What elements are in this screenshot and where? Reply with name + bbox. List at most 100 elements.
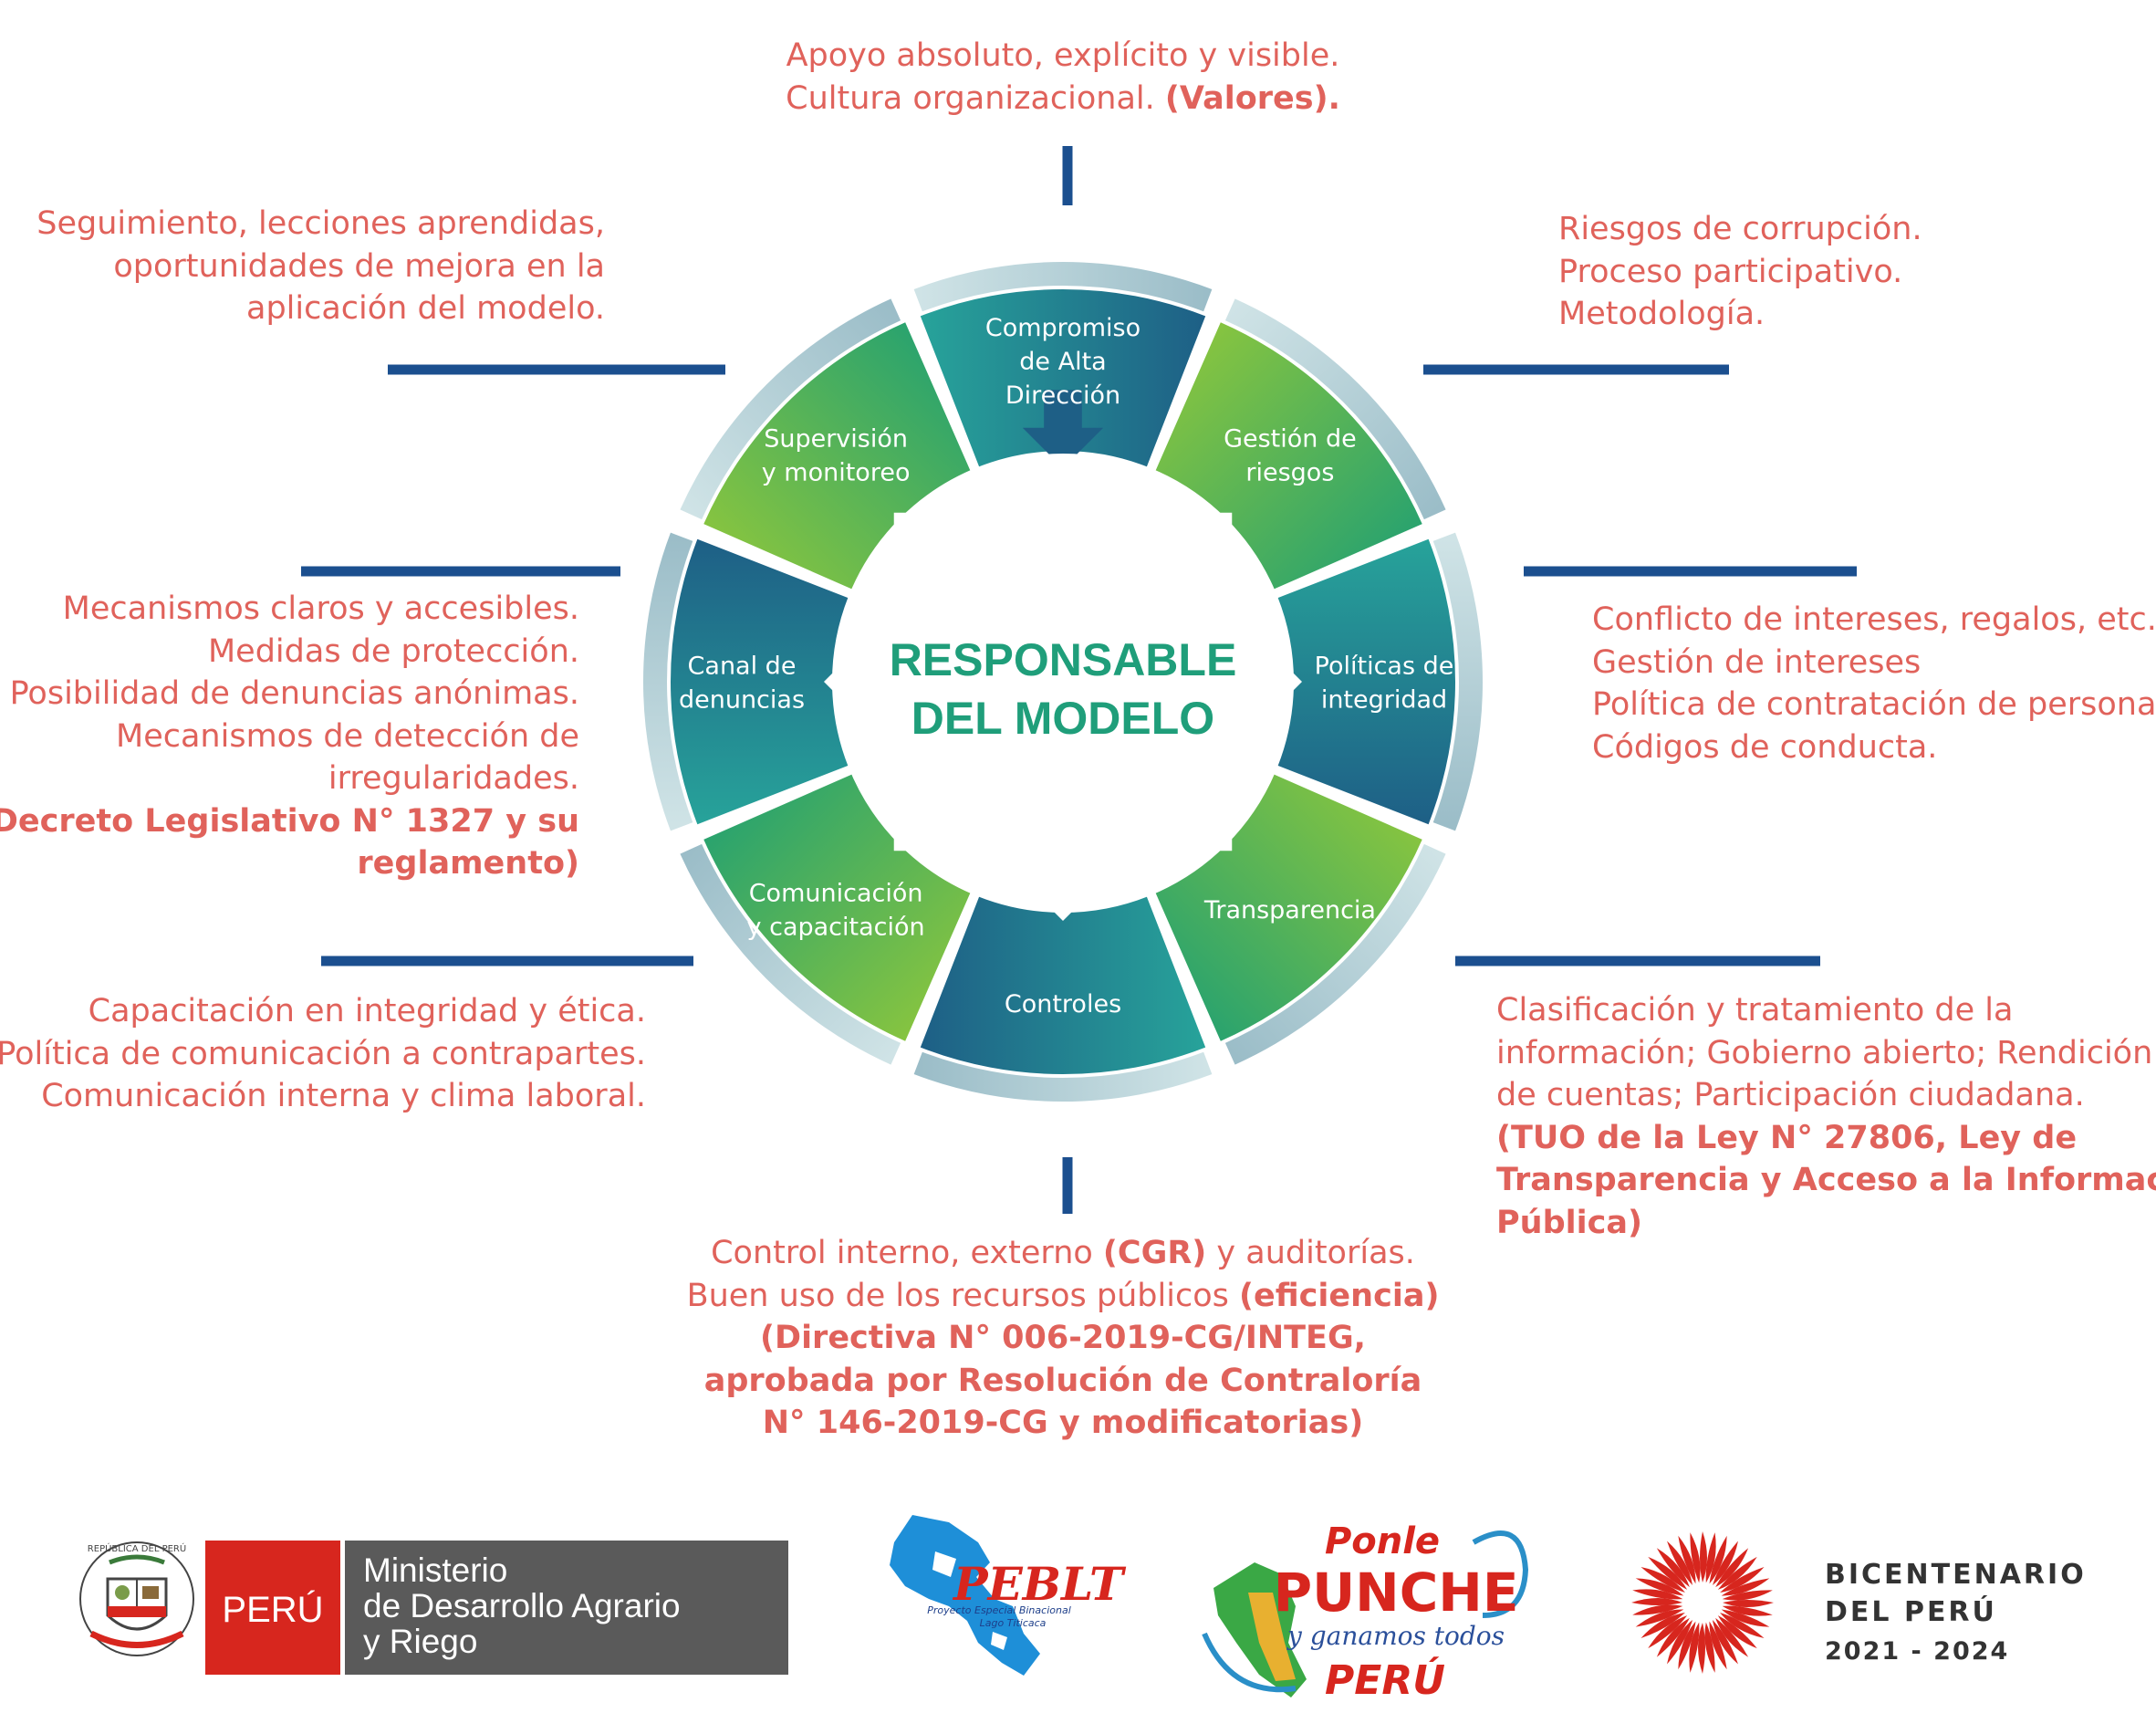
ring-transparencia [1224, 843, 1446, 1065]
ring-denuncias [642, 532, 693, 831]
center-title-line2: DEL MODELO [911, 693, 1214, 744]
sunburst-ray [1690, 1532, 1701, 1583]
segment-comunicacion [703, 773, 972, 1041]
punche-line2: PUNCHE [1274, 1562, 1519, 1624]
description-canal-denuncias: Mecanismos claros y accesibles. Medidas d… [0, 588, 579, 885]
sunburst-ray [1631, 1598, 1682, 1605]
description-line: Apoyo absoluto, explícito y visible. [0, 35, 2126, 78]
ring-riesgos [1224, 298, 1446, 520]
sunburst-ray [1721, 1578, 1770, 1596]
peblt-subtitle-line1: Proyecto Especial Binacional [927, 1604, 1071, 1616]
description-line: (Directiva N° 006-2019-CG/INTEG, [0, 1317, 2126, 1360]
sunburst-ray [1678, 1535, 1696, 1584]
description-line: (TUO de la Ley N° 27806, Ley de [1496, 1117, 2156, 1160]
description-run: Códigos de conducta. [1592, 728, 1938, 766]
bicentenario-line2: DEL PERÚ [1825, 1594, 1997, 1628]
coat-of-arms-logo [79, 1541, 194, 1656]
ring-politicas [1432, 532, 1483, 831]
sunburst-ray [1632, 1604, 1683, 1615]
peblt-title: PEBLT [952, 1557, 1127, 1611]
segment-label-supervision: Supervisión [764, 425, 908, 454]
center-circle: RESPONSABLE DEL MODELO [835, 454, 1291, 910]
sunburst-ray [1656, 1617, 1690, 1657]
sunburst-ray [1717, 1556, 1757, 1590]
sunburst-ray [1722, 1590, 1773, 1601]
description-line: Códigos de conducta. [1592, 726, 2156, 769]
description-line: Clasificación y tratamiento de la [1496, 989, 2156, 1032]
bicentenario-sunburst-logo [1631, 1531, 1774, 1674]
sunburst-ray [1720, 1613, 1765, 1638]
segment-compromiso [920, 289, 1206, 470]
segment-controles [920, 893, 1206, 1074]
description-line: Seguimiento, lecciones aprendidas, [36, 203, 605, 245]
description-run: Política de comunicación a contrapartes. [0, 1035, 646, 1072]
segment-label-riesgos: Gestión de [1224, 425, 1357, 454]
segment-supervision [703, 322, 972, 590]
segment-label-compromiso: Compromiso [985, 314, 1140, 342]
description-run: Gestión de intereses [1592, 643, 1922, 681]
sunburst-ray [1715, 1548, 1749, 1588]
sunburst-ray [1648, 1556, 1688, 1590]
peru-brand-label: PERÚ [222, 1589, 323, 1630]
description-run: irregularidades. [328, 760, 579, 797]
sunburst-ray [1721, 1609, 1770, 1627]
description-run: Capacitación en integridad y ética. [88, 993, 646, 1029]
sunburst-ray [1717, 1615, 1757, 1649]
description-line: Comunicación interna y clima laboral. [0, 1075, 646, 1118]
description-line: información; Gobierno abierto; Rendición [1496, 1032, 2156, 1075]
sunburst-ray [1632, 1589, 1683, 1600]
description-run: Seguimiento, lecciones aprendidas, [36, 205, 605, 242]
outer-ring [642, 262, 1483, 1102]
sunburst-ray [1678, 1621, 1696, 1670]
punche-line1: Ponle [1325, 1520, 1440, 1562]
sunburst-ray [1705, 1532, 1716, 1583]
ring-comunicacion [680, 843, 901, 1065]
description-line: Pública) [1496, 1202, 2156, 1245]
description-run: (Decreto Legislativo N° 1327 y su [0, 802, 579, 840]
description-line: Posibilidad de denuncias anónimas. [0, 673, 579, 716]
segments [671, 289, 1455, 1074]
description-run: Medidas de protección. [207, 632, 579, 670]
ring-supervision [680, 298, 901, 520]
ponle-punche-logo [1202, 1530, 1529, 1697]
description-line: oportunidades de mejora en la [36, 245, 605, 288]
sunburst-ray [1713, 1541, 1738, 1585]
arrow-compromiso [1022, 390, 1104, 468]
description-line: reglamento) [0, 842, 579, 885]
ministry-line1: Ministerio [363, 1551, 507, 1589]
description-line: Conflicto de intereses, regalos, etc. [1592, 599, 2156, 642]
description-line: (Decreto Legislativo N° 1327 y su [0, 800, 579, 843]
description-run: (Valores). [1164, 79, 1340, 117]
segment-label-riesgos: riesgos [1245, 459, 1334, 487]
description-run: aplicación del modelo. [246, 290, 605, 327]
description-line: Política de contratación de personal. [1592, 684, 2156, 726]
description-run: Riesgos de corrupción. [1558, 211, 1922, 247]
segment-label-denuncias: denuncias [679, 686, 805, 715]
description-run: Proceso participativo. [1558, 253, 1903, 290]
description-run: Transparencia y Acceso a la Información [1496, 1162, 2156, 1198]
sunburst-ray [1640, 1613, 1685, 1638]
description-controles: Control interno, externo (CGR) y auditor… [0, 1232, 2126, 1445]
description-run: y auditorías. [1206, 1235, 1415, 1271]
description-run: Comunicación interna y clima laboral. [41, 1078, 646, 1114]
segment-label-denuncias: Canal de [688, 653, 797, 681]
description-line: Política de comunicación a contrapartes. [0, 1033, 646, 1076]
sunburst-ray [1667, 1541, 1693, 1585]
sunburst-ray [1648, 1615, 1688, 1649]
punche-line3: y ganamos todos [1286, 1621, 1505, 1651]
description-line: Transparencia y Acceso a la Información [1496, 1159, 2156, 1202]
description-run: Mecanismos claros y accesibles. [62, 590, 579, 627]
description-line: Medidas de protección. [0, 631, 579, 674]
description-line: Metodología. [1558, 293, 1922, 336]
description-run: (CGR) [1102, 1235, 1207, 1271]
connector-lines [301, 146, 1857, 1214]
description-run: Conflicto de intereses, regalos, etc. [1592, 601, 2156, 638]
sunburst-ray [1656, 1548, 1690, 1588]
description-run: Mecanismos de detección de [116, 717, 579, 755]
description-comunicacion: Capacitación en integridad y ética. Polít… [0, 990, 646, 1118]
sunburst-ray [1720, 1567, 1765, 1593]
segment-riesgos [1154, 322, 1422, 590]
ring-compromiso [913, 262, 1213, 312]
